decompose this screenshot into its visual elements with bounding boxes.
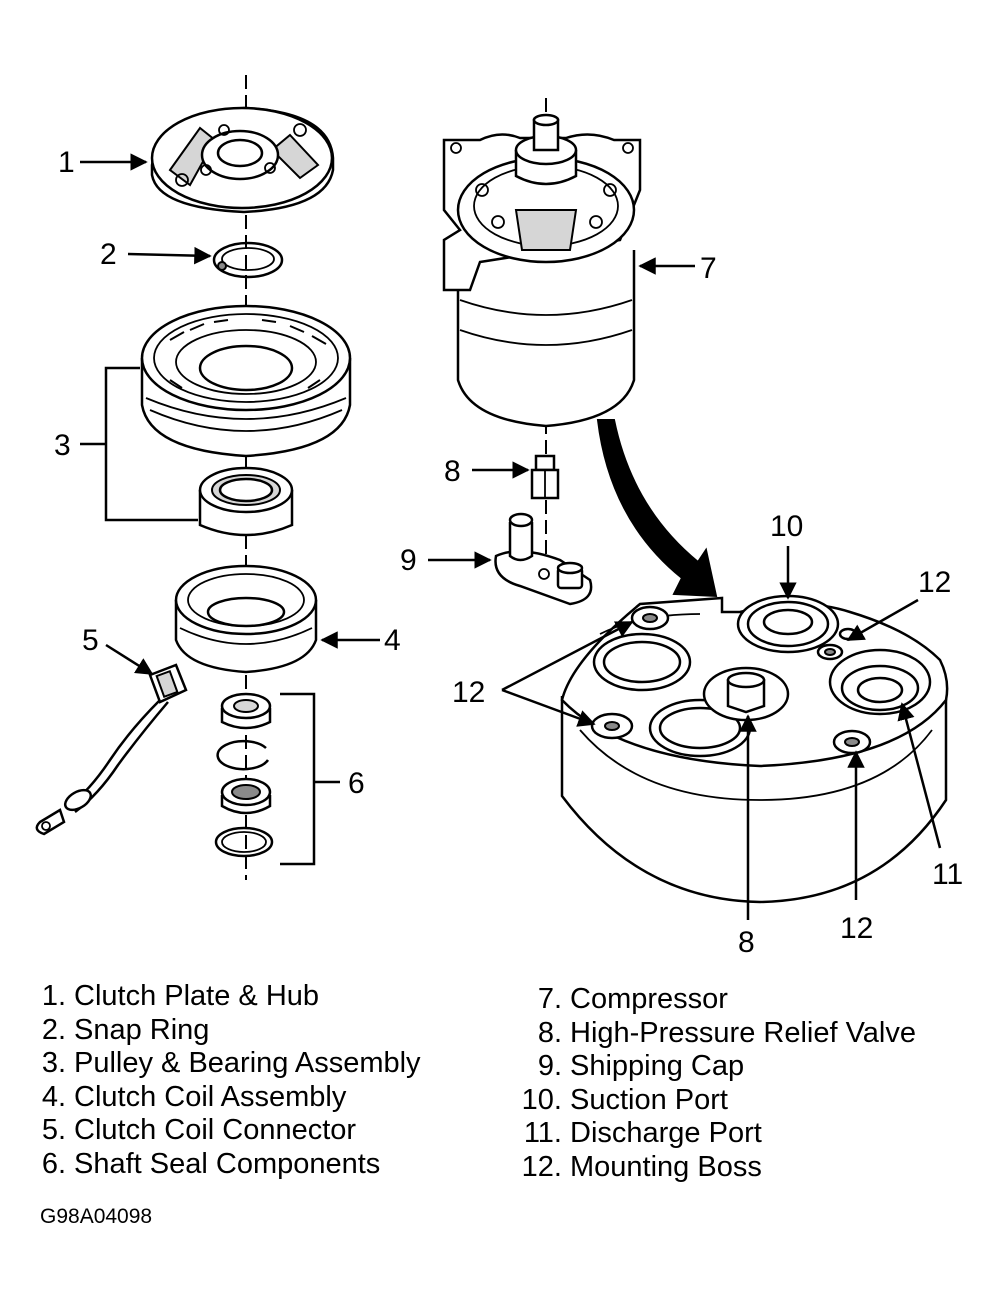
legend-label: Clutch Plate & Hub: [74, 980, 320, 1012]
legend-number: 4.: [41, 1080, 66, 1113]
legend-item: 3.Pulley & Bearing Assembly: [36, 1047, 421, 1081]
callout-9: 9: [400, 544, 417, 577]
coil-connector: [35, 663, 188, 836]
callout-12-left: 12: [452, 676, 485, 709]
legend-number: 12.: [521, 1150, 562, 1183]
callout-1: 1: [58, 146, 75, 179]
pulley-bearing: [198, 466, 294, 537]
legend-number: 1.: [41, 980, 66, 1012]
bracket-6: [280, 692, 316, 866]
legend-item: 2.Snap Ring: [36, 1014, 421, 1048]
callout-2: 2: [100, 238, 117, 271]
legend-label: Discharge Port: [570, 1117, 762, 1150]
legend-item: 1.Clutch Plate & Hub: [36, 980, 421, 1014]
legend-item: 9.Shipping Cap: [514, 1050, 916, 1084]
legend-label: Snap Ring: [74, 1013, 210, 1046]
callout-8-top: 8: [444, 455, 461, 488]
callout-5: 5: [82, 624, 99, 657]
legend-label: Shaft Seal Components: [74, 1147, 381, 1180]
shipping-cap: [494, 512, 593, 606]
legend-number: 10.: [521, 1083, 562, 1116]
relief-valve: [530, 454, 560, 500]
legend-label: High-Pressure Relief Valve: [570, 1016, 916, 1049]
callout-7: 7: [700, 252, 717, 285]
legend-number: 8.: [537, 1016, 562, 1049]
leader-lines: [80, 153, 942, 920]
legend-number: 11.: [523, 1117, 562, 1150]
legend-label: Compressor: [570, 983, 728, 1015]
callout-12-bottom: 12: [840, 912, 873, 945]
figure-code: G98A04098: [40, 1205, 153, 1228]
callout-4: 4: [384, 624, 401, 657]
legend-number: 6.: [41, 1147, 66, 1180]
callout-6: 6: [348, 767, 365, 800]
legend-label: Shipping Cap: [570, 1050, 745, 1083]
compressor-rear-head: [560, 594, 949, 904]
legend-number: 7.: [537, 983, 562, 1015]
legend-item: 10.Suction Port: [514, 1084, 916, 1118]
legend-number: 9.: [537, 1050, 562, 1083]
legend-number: 3.: [41, 1047, 66, 1080]
view-arrow: [596, 419, 718, 598]
legend-item: 5.Clutch Coil Connector: [36, 1114, 421, 1148]
pulley: [140, 304, 352, 458]
legend-label: Pulley & Bearing Assembly: [74, 1047, 421, 1080]
legend-item: 11.Discharge Port: [514, 1117, 916, 1151]
clutch-coil: [174, 564, 318, 674]
snap-ring: [212, 241, 284, 279]
callout-12-top: 12: [918, 566, 951, 599]
legend-label: Clutch Coil Connector: [74, 1114, 357, 1147]
callout-10: 10: [770, 510, 803, 543]
legend-item: 12.Mounting Boss: [514, 1151, 916, 1185]
legend-item: 7.Compressor: [514, 983, 916, 1017]
legend-item: 4.Clutch Coil Assembly: [36, 1081, 421, 1115]
compressor: [442, 113, 642, 428]
legend-item: 8.High-Pressure Relief Valve: [514, 1017, 916, 1051]
legend-left: 1.Clutch Plate & Hub 2.Snap Ring 3.Pulle…: [36, 980, 421, 1182]
legend-right: 7.Compressor 8.High-Pressure Relief Valv…: [514, 983, 916, 1185]
legend-number: 5.: [41, 1114, 66, 1147]
callout-11: 11: [932, 858, 963, 891]
shaft-seal-components: [214, 692, 274, 858]
legend-label: Clutch Coil Assembly: [74, 1080, 347, 1113]
legend-item: 6.Shaft Seal Components: [36, 1148, 421, 1182]
legend-label: Suction Port: [570, 1083, 728, 1116]
clutch-plate-hub: [150, 106, 335, 214]
legend-label: Mounting Boss: [570, 1150, 762, 1183]
callout-8-bottom: 8: [738, 926, 755, 959]
callout-3: 3: [54, 429, 71, 462]
legend-number: 2.: [41, 1013, 66, 1046]
